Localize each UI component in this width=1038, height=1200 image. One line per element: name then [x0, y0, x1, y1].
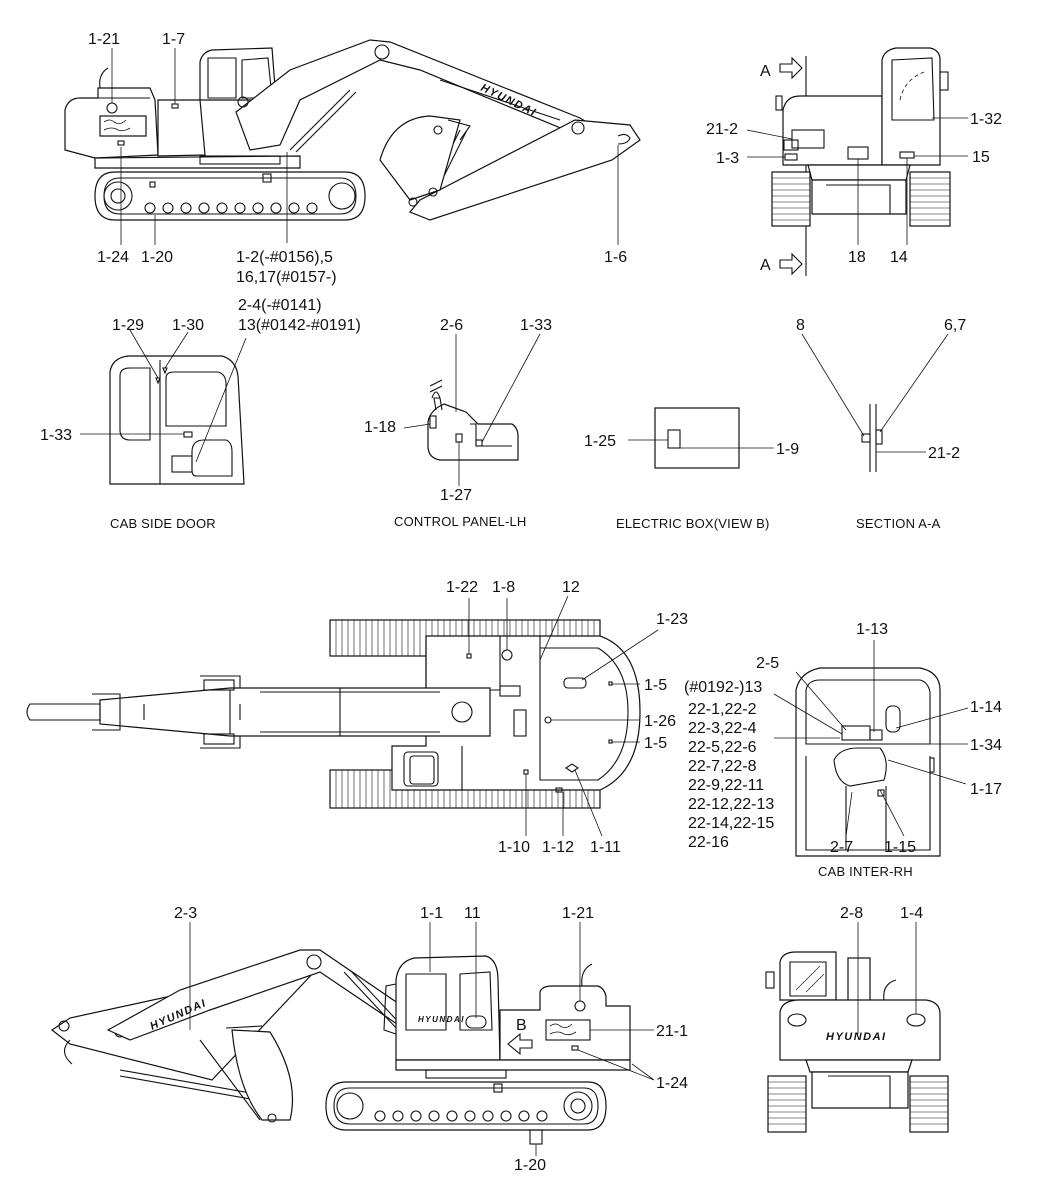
callout-1-20: 1-20 [141, 249, 173, 266]
callout-1-23: 1-23 [656, 611, 688, 628]
electric-box-view: 1-25 1-9 ELECTRIC BOX(VIEW B) [584, 407, 799, 531]
callout-1-9: 1-9 [776, 441, 799, 458]
callout-list-2: 22-3,22-4 [688, 720, 757, 737]
brand-text-cab: HYUNDAI [418, 1015, 465, 1024]
cab-side-door-view: 1-29 1-30 2-4(-#0141) 13(#0142-#0191) 1-… [40, 297, 361, 531]
caption-cab-inter: CAB INTER-RH [818, 864, 913, 879]
callout-list-5: 22-9,22-11 [688, 777, 764, 794]
callout-1-30: 1-30 [172, 317, 204, 334]
callout-21-2-section: 21-2 [928, 445, 960, 462]
caption-electric-box: ELECTRIC BOX(VIEW B) [616, 516, 770, 531]
callout-2-3: 2-3 [174, 905, 197, 922]
callout-1-24-rh: 1-24 [656, 1075, 688, 1092]
callout-1-20-rh: 1-20 [514, 1157, 546, 1174]
callout-1-33: 1-33 [40, 427, 72, 444]
callout-1-6: 1-6 [604, 249, 627, 266]
callout-1-27: 1-27 [440, 487, 472, 504]
callout-1-25: 1-25 [584, 433, 616, 450]
track-left-rear [767, 1075, 807, 1133]
callout-1-12: 1-12 [542, 839, 574, 856]
callout-2-7: 2-7 [830, 839, 853, 856]
callout-1-8: 1-8 [492, 579, 515, 596]
caption-control-panel: CONTROL PANEL-LH [394, 514, 527, 529]
callout-list-7: 22-14,22-15 [688, 815, 774, 832]
callout-list-4: 22-7,22-8 [688, 758, 757, 775]
excavator-top-view: 1-22 1-8 12 1-23 1-5 1-26 1-5 1-10 1-12 … [26, 579, 688, 856]
callout-21-2: 21-2 [706, 121, 738, 138]
callout-1-11: 1-11 [590, 839, 621, 856]
callout-1-2: 1-2(-#0156),5 [236, 249, 333, 266]
cab-inter-rh-view: 1-13 2-5 (#0192-)13 22-1,22-2 22-3,22-4 … [684, 621, 1002, 879]
callout-18: 18 [848, 249, 866, 266]
callout-1-29: 1-29 [112, 317, 144, 334]
excavator-side-view-lh: HYUNDAI 1-21 1-7 1-24 1-20 1-2(-#0156),5… [64, 31, 641, 286]
callout-1-5-lower: 1-5 [644, 735, 667, 752]
callout-b: B [516, 1017, 527, 1034]
callout-8: 8 [796, 317, 805, 334]
callout-1-14: 1-14 [970, 699, 1002, 716]
callout-1-21-rh: 1-21 [562, 905, 594, 922]
callout-1-17: 1-17 [970, 781, 1002, 798]
callout-1-7: 1-7 [162, 31, 185, 48]
callout-1-4: 1-4 [900, 905, 923, 922]
callout-11: 11 [464, 905, 481, 922]
brand-text-rear: HYUNDAI [826, 1031, 887, 1043]
callout-1-13: 1-13 [856, 621, 888, 638]
callout-1-10: 1-10 [498, 839, 530, 856]
callout-list-3: 22-5,22-6 [688, 739, 757, 756]
decal-plate [99, 115, 147, 137]
callout-a-bottom: A [760, 257, 771, 274]
callout-1-1: 1-1 [420, 905, 443, 922]
callout-list-8: 22-16 [688, 834, 729, 851]
callout-0192-13: (#0192-)13 [684, 679, 762, 696]
callout-13-range: 13(#0142-#0191) [238, 317, 361, 334]
excavator-front-view: A A 21-2 1-3 [706, 47, 1002, 276]
caption-cab-side-door: CAB SIDE DOOR [110, 516, 216, 531]
callout-1-21: 1-21 [88, 31, 120, 48]
callout-14: 14 [890, 249, 908, 266]
callout-1-32: 1-32 [970, 111, 1002, 128]
callout-1-3: 1-3 [716, 150, 739, 167]
callout-1-33-panel: 1-33 [520, 317, 552, 334]
callout-2-6: 2-6 [440, 317, 463, 334]
callout-list-1: 22-1,22-2 [688, 701, 757, 718]
callout-6-7: 6,7 [944, 317, 966, 334]
callout-2-4: 2-4(-#0141) [238, 297, 322, 314]
track-right-rear [909, 1075, 949, 1133]
callout-16-17: 16,17(#0157-) [236, 269, 337, 286]
callout-1-26: 1-26 [644, 713, 676, 730]
callout-list-6: 22-12,22-13 [688, 796, 774, 813]
track-left [771, 171, 811, 227]
callout-15: 15 [972, 149, 990, 166]
section-aa-view: 8 6,7 21-2 SECTION A-A [796, 317, 966, 531]
callout-1-34: 1-34 [970, 737, 1002, 754]
excavator-rear-view: HYUNDAI 2-8 1-4 [765, 905, 949, 1133]
track-right [909, 171, 951, 227]
callout-1-18: 1-18 [364, 419, 396, 436]
callout-2-5: 2-5 [756, 655, 779, 672]
callout-1-5-upper: 1-5 [644, 677, 667, 694]
callout-12: 12 [562, 579, 580, 596]
crawler-track-rh [325, 1081, 607, 1131]
excavator-side-view-rh: HYUNDAI HYUNDAI B [50, 905, 688, 1174]
callout-2-8: 2-8 [840, 905, 863, 922]
callout-1-22: 1-22 [446, 579, 478, 596]
crawler-track [94, 171, 366, 221]
control-panel-lh-view: 2-6 1-33 1-18 1-27 CONTROL PANEL-LH [364, 317, 552, 529]
callout-1-15: 1-15 [884, 839, 916, 856]
caption-section-aa: SECTION A-A [856, 516, 941, 531]
callout-a-top: A [760, 63, 771, 80]
callout-21-1: 21-1 [656, 1023, 688, 1040]
callout-1-24: 1-24 [97, 249, 129, 266]
